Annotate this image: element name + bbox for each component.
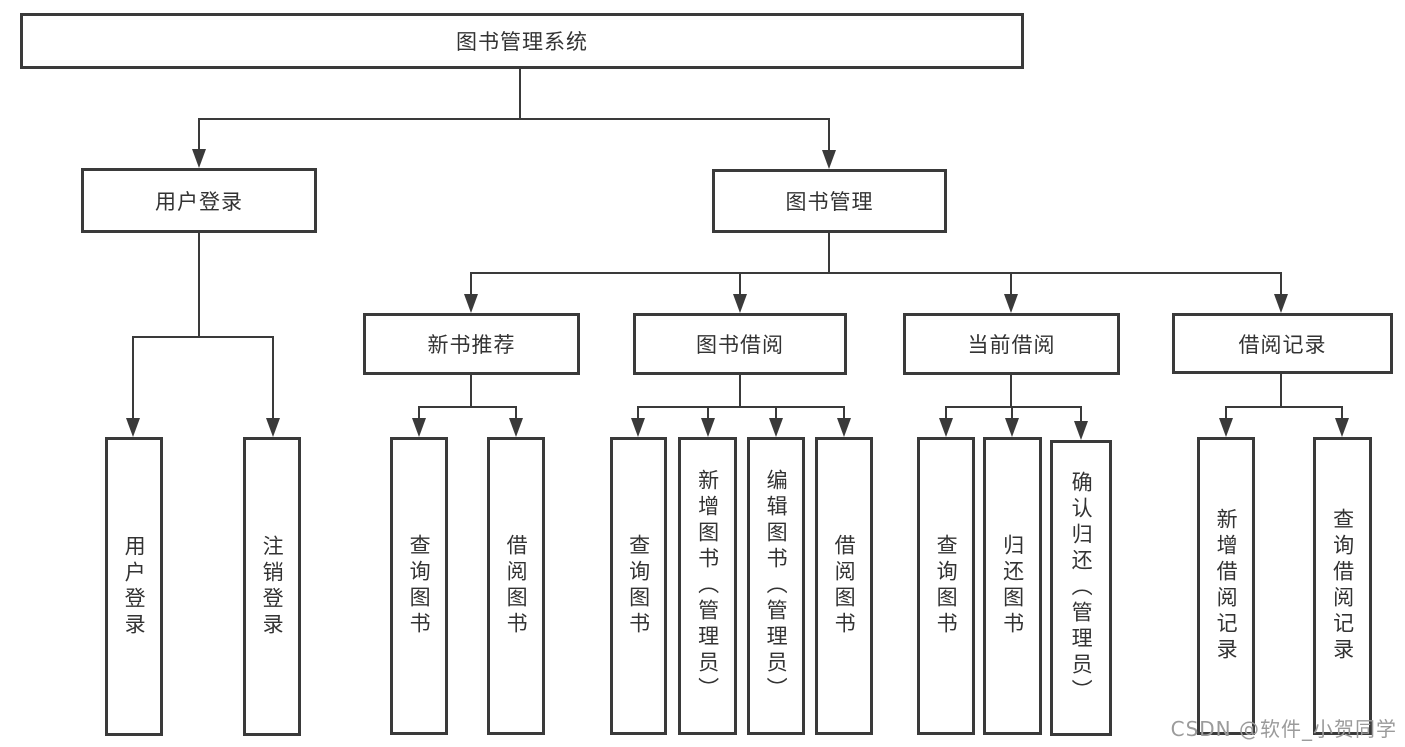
leaf-label: 查询借阅记录 [1330,508,1355,664]
leaf-logout: 注销登录 [243,437,301,736]
node-book-management: 图书管理 [712,169,947,233]
node-label: 借阅记录 [1238,332,1327,357]
connector-line [470,375,472,408]
leaf-label: 注销登录 [260,534,285,639]
leaf-query-books-borrowing: 查询图书 [610,437,667,735]
connector-line [418,406,420,421]
leaf-borrow-books: 借阅图书 [815,437,873,735]
connector-line [198,118,200,152]
connector-line [707,406,709,421]
arrowhead-down-icon [1005,418,1019,437]
arrowhead-down-icon [126,418,140,437]
arrowhead-down-icon [464,294,478,313]
connector-line [470,272,1282,274]
arrowhead-down-icon [266,418,280,437]
leaf-label: 借阅图书 [832,534,857,638]
leaf-label: 新增借阅记录 [1214,508,1239,664]
leaf-label: 查询图书 [407,534,432,638]
connector-line [132,336,274,338]
leaf-add-books-admin: 新增图书（管理员） [678,437,737,735]
connector-line [1010,375,1012,408]
node-book-borrowing: 图书借阅 [633,313,847,375]
connector-line [828,118,830,152]
node-label: 图书管理系统 [456,30,588,54]
leaf-label: 查询图书 [934,534,959,638]
arrowhead-down-icon [1074,421,1088,440]
connector-line [1080,406,1082,423]
connector-line [418,406,517,408]
connector-line [1225,406,1227,421]
connector-line [198,118,830,120]
connector-line [515,406,517,421]
arrowhead-down-icon [192,149,206,168]
leaf-label: 新增图书（管理员） [695,469,720,703]
leaf-borrow-books-recommend: 借阅图书 [487,437,545,735]
connector-line [637,406,845,408]
connector-line [272,336,274,421]
arrowhead-down-icon [1004,294,1018,313]
arrowhead-down-icon [1219,418,1233,437]
leaf-user-login: 用户登录 [105,437,163,736]
connector-line [739,375,741,408]
arrowhead-down-icon [412,418,426,437]
node-user-login: 用户登录 [81,168,317,233]
arrowhead-down-icon [733,294,747,313]
leaf-label: 用户登录 [122,534,147,639]
connector-line [1011,406,1013,421]
connector-line [828,233,830,274]
node-label: 图书借阅 [696,333,784,357]
node-borrowing-records: 借阅记录 [1172,313,1393,374]
connector-line [1280,374,1282,408]
arrowhead-down-icon [822,150,836,169]
leaf-add-borrow-record: 新增借阅记录 [1197,437,1255,735]
node-label: 图书管理 [785,190,874,214]
connector-line [945,406,1082,408]
arrowhead-down-icon [939,418,953,437]
leaf-confirm-return-admin: 确认归还（管理员） [1050,440,1112,736]
leaf-edit-books-admin: 编辑图书（管理员） [747,437,805,735]
connector-line [945,406,947,421]
leaf-query-books-current: 查询图书 [917,437,975,735]
leaf-label: 借阅图书 [504,534,529,638]
leaf-label: 确认归还（管理员） [1069,471,1094,705]
arrowhead-down-icon [631,418,645,437]
node-new-book-recommendation: 新书推荐 [363,313,580,375]
leaf-label: 归还图书 [1000,534,1025,638]
connector-line [470,272,472,297]
arrowhead-down-icon [509,418,523,437]
connector-line [132,336,134,421]
leaf-query-books-recommend: 查询图书 [390,437,448,735]
connector-line [198,233,200,338]
node-label: 新书推荐 [427,333,516,357]
connector-line [843,406,845,421]
node-label: 用户登录 [155,189,243,214]
arrowhead-down-icon [1335,418,1349,437]
csdn-watermark: CSDN @软件_小贺同学 [1170,717,1397,741]
connector-line [519,69,521,118]
leaf-query-borrow-record: 查询借阅记录 [1313,437,1372,735]
node-current-borrowing: 当前借阅 [903,313,1120,375]
leaf-label: 查询图书 [626,534,651,638]
leaf-label: 编辑图书（管理员） [764,469,789,703]
connector-line [637,406,639,421]
connector-line [739,272,741,297]
leaf-return-books: 归还图书 [983,437,1042,735]
arrowhead-down-icon [1274,294,1288,313]
connector-line [1225,406,1343,408]
connector-line [1010,272,1012,297]
node-label: 当前借阅 [967,333,1056,357]
connector-line [1280,272,1282,297]
arrowhead-down-icon [701,418,715,437]
arrowhead-down-icon [837,418,851,437]
node-library-management-system: 图书管理系统 [20,13,1024,69]
arrowhead-down-icon [769,418,783,437]
connector-line [775,406,777,421]
connector-line [1341,406,1343,421]
